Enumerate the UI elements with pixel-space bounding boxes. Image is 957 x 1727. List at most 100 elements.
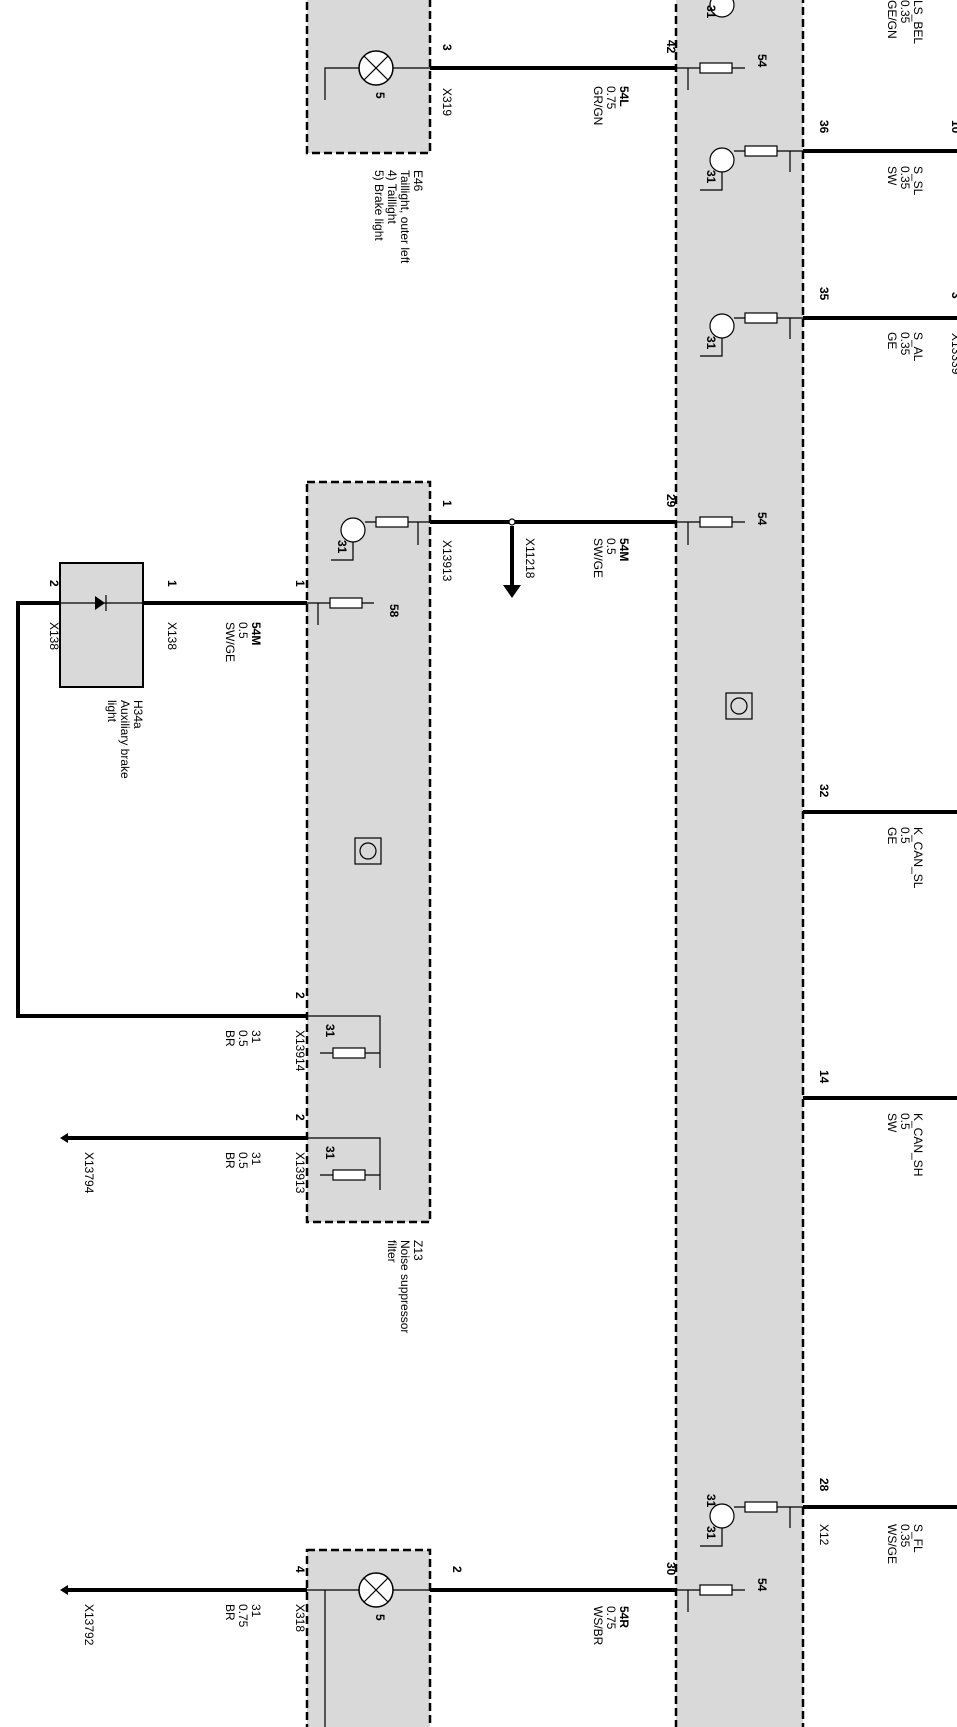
x318-label: X318 [293, 1604, 307, 1632]
resistor-icon [676, 62, 745, 90]
w31-c-1: 31 [249, 1604, 263, 1618]
z13-line2: filter [385, 1240, 399, 1263]
k-can-sh-3: SW [885, 1113, 899, 1133]
mark-31-g: 31 [704, 1526, 718, 1540]
w54r-1: 54R [617, 1606, 631, 1628]
s-fl-3: WS/GE [885, 1524, 899, 1564]
x13792-arrow-icon [60, 1585, 68, 1595]
ls-bel-1: LS_BEL [911, 0, 925, 44]
pin-10: 10 [949, 120, 957, 134]
x138-label-2: X138 [47, 622, 61, 650]
transistor-icon [700, 145, 803, 191]
w54l-1: 54L [617, 86, 631, 107]
k-can-sh-1: K_CAN_SH [911, 1113, 925, 1176]
pin-1-z13: 1 [293, 580, 307, 587]
x319-label: X319 [440, 88, 454, 116]
pin-2-x13914: 2 [293, 992, 307, 999]
w54m-a-3: SW/GE [591, 538, 605, 578]
mark-54-b: 54 [755, 512, 769, 526]
module-logo-icon [725, 692, 753, 720]
w31-a-1: 31 [249, 1030, 263, 1044]
mark-31-e: 31 [323, 1024, 337, 1038]
pin-28: 28 [817, 1478, 831, 1492]
e46-line3: 5) Brake light [372, 170, 386, 241]
pin-32: 32 [817, 784, 831, 798]
h34a-id: H34a [131, 700, 145, 729]
w54l-3: GR/GN [591, 86, 605, 125]
x138-label-1: X138 [165, 622, 179, 650]
x13914-label: X13914 [293, 1030, 307, 1072]
w31-b-2: 0.5 [236, 1152, 250, 1169]
splice-dot [508, 518, 516, 526]
h34a-line2: light [105, 700, 119, 723]
s-al-2: 0.35 [898, 332, 912, 356]
e46-line2: 4) Taillight [385, 170, 399, 224]
z13-line1: Noise suppressor [398, 1240, 412, 1333]
w54m-b-1: 54M [249, 622, 263, 645]
pin-35: 35 [817, 287, 831, 301]
s-fl-1: S_FL [911, 1524, 925, 1553]
pin-42: 42 [664, 40, 678, 54]
w54r-3: WS/BR [591, 1606, 605, 1646]
transistor-icon [331, 516, 430, 561]
w54r-2: 0.75 [604, 1606, 618, 1630]
resistor-icon [307, 597, 374, 625]
h34a-box [59, 562, 144, 688]
w31-b-1: 31 [249, 1152, 263, 1166]
pin-4-x318: 4 [293, 1566, 307, 1573]
w54m-a-2: 0.5 [604, 538, 618, 555]
resistor-icon [307, 1137, 381, 1190]
wire-31-return [16, 601, 307, 1018]
w31-c-3: BR [223, 1604, 237, 1621]
transistor-icon [700, 1501, 803, 1547]
h34a-line1: Auxiliary brake [118, 700, 132, 779]
x11218-arrow-icon [503, 585, 521, 598]
x13913-top-label: X13913 [440, 540, 454, 582]
w54m-b-2: 0.5 [236, 622, 250, 639]
s-sl-1: S_SL [911, 166, 925, 196]
k-can-sl-3: GE [885, 827, 899, 844]
mark-54-c: 54 [755, 1578, 769, 1592]
transistor-icon [700, 312, 803, 357]
pin-3b: 3 [949, 292, 957, 299]
s-sl-2: 0.35 [898, 166, 912, 190]
w31-b-3: BR [223, 1152, 237, 1169]
x13794-arrow-icon [60, 1133, 68, 1143]
mark-31-h: 31 [704, 1494, 718, 1508]
pin-3: 3 [440, 44, 454, 51]
w54l-2: 0.75 [604, 86, 618, 110]
mark-31-b: 31 [704, 170, 718, 184]
pin-2-x138: 2 [47, 580, 61, 587]
w54m-b-3: SW/GE [223, 622, 237, 662]
k-can-sh-2: 0.5 [898, 1113, 912, 1130]
k-can-sl-2: 0.5 [898, 827, 912, 844]
pin-29: 29 [664, 494, 678, 508]
resistor-icon [676, 1584, 745, 1612]
pin-1-x13913: 1 [440, 500, 454, 507]
lamp-icon [324, 50, 430, 100]
led-icon [60, 595, 143, 611]
pin-36: 36 [817, 120, 831, 134]
lamp-mark-5b: 5 [373, 1614, 387, 1621]
mark-31-d: 31 [335, 540, 349, 554]
k-can-sl-1: K_CAN_SL [911, 827, 925, 889]
s-al-3: GE [885, 332, 899, 349]
mark-58: 58 [387, 604, 401, 618]
x12-label: X12 [817, 1524, 831, 1546]
mark-54-a: 54 [755, 54, 769, 68]
resistor-icon [307, 1015, 381, 1068]
pin-14: 14 [817, 1070, 831, 1084]
pin-2-x318: 2 [450, 1566, 464, 1573]
w31-c-2: 0.75 [236, 1604, 250, 1628]
control-module-box [674, 0, 805, 1727]
w54m-a-1: 54M [617, 538, 631, 561]
w31-a-2: 0.5 [236, 1030, 250, 1047]
lamp-mark-5: 5 [373, 92, 387, 99]
x13792-label: X13792 [82, 1604, 96, 1646]
pin-30: 30 [664, 1562, 678, 1576]
ls-bel-3: GE/GN [885, 0, 899, 39]
e46-line1: Taillight, outer left [398, 170, 412, 264]
module-logo-icon [354, 837, 382, 865]
pin-1-x138: 1 [165, 580, 179, 587]
